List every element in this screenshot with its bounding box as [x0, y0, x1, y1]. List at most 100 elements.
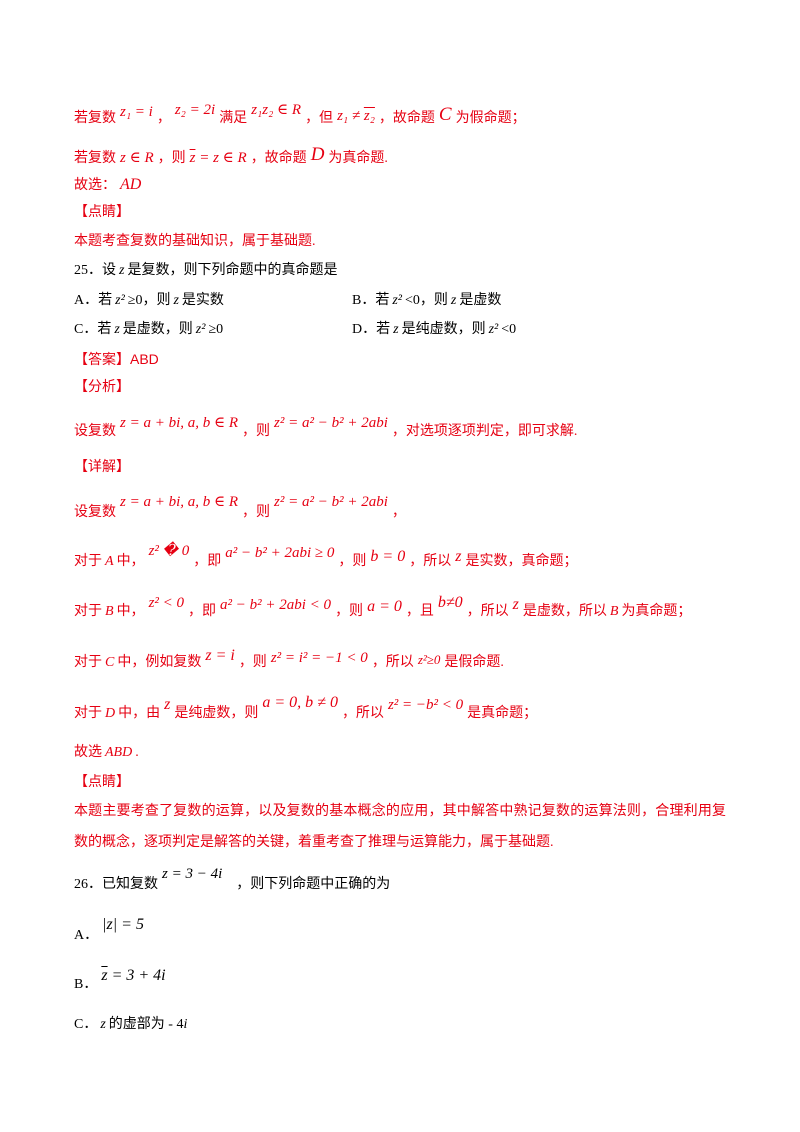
- math-expression: z: [164, 696, 171, 713]
- variable-label: A: [105, 554, 114, 569]
- text-run: ，对选项逐项判定，即可求解.: [391, 424, 578, 439]
- section-heading-comment: 【点睛】: [74, 203, 130, 223]
- variable-label: D: [105, 706, 116, 721]
- text-run: 设复数: [74, 424, 116, 439]
- text-run: ，: [156, 111, 171, 126]
- text-run: 故选: [74, 745, 102, 760]
- variable-label: z²: [392, 293, 402, 308]
- math-expression: = z ∈ R: [195, 150, 247, 166]
- math-expression: b≠0: [437, 594, 463, 611]
- answer-letters: AD: [120, 176, 142, 193]
- math-expression: z² = a² − b² + 2abi: [274, 415, 388, 431]
- math-expression: b = 0: [370, 548, 406, 565]
- text-run: .: [135, 745, 139, 760]
- math-expression: |z| = 5: [102, 916, 144, 933]
- variable-label: B: [609, 604, 619, 619]
- text-run: 中，: [116, 554, 145, 569]
- math-expression: a = 0, b ≠ 0: [262, 694, 338, 711]
- text-run: 为真命题.: [328, 151, 388, 166]
- text-run: ，所以: [466, 604, 509, 619]
- text-run: ，所以: [371, 655, 414, 670]
- variable-label: B: [105, 604, 114, 619]
- option-label: B．: [74, 977, 98, 992]
- variable-label: z: [100, 1017, 106, 1032]
- question-26-option-b: B．z = 3 + 4i: [74, 967, 170, 994]
- text-run: ，故命题: [250, 151, 307, 166]
- math-expression: z: [455, 548, 462, 565]
- text-run: 25．设: [74, 263, 116, 278]
- text-run: 为假命题；: [455, 111, 526, 126]
- text-run: ≥0，则: [127, 293, 171, 308]
- text-run: 是复数，则下列命题中的真命题是: [127, 263, 338, 278]
- text-run: 是实数，真命题；: [465, 554, 578, 569]
- text-run: ，则: [242, 505, 271, 520]
- text-run: <0，则: [405, 293, 448, 308]
- text-run: 若复数: [74, 111, 116, 126]
- conjugate-expression: z: [101, 967, 108, 984]
- math-expression: z₁ ≠: [337, 108, 364, 124]
- section-heading: 【点睛】: [74, 775, 130, 790]
- text-run: ，则下列命题中正确的为: [236, 877, 391, 892]
- comment-text-line-2: 数的概念，逐项判定是解答的关键，着重考查了推理与运算能力，属于基础题.: [74, 833, 554, 853]
- math-expression: z = a + bi, a, b ∈ R: [120, 494, 239, 510]
- text-run: ，则: [338, 554, 367, 569]
- variable-label: z²: [488, 322, 499, 337]
- section-heading-comment-2: 【点睛】: [74, 773, 130, 793]
- variable-label: z: [114, 322, 120, 337]
- text-run: 对于: [74, 706, 102, 721]
- answer-line: 【答案】ABD: [74, 349, 159, 369]
- text-run: 是假命题.: [444, 655, 504, 670]
- text-run: 是纯虚数，则: [401, 322, 486, 337]
- text-run: 是实数: [181, 293, 224, 308]
- text-run: A．若: [74, 293, 113, 308]
- text-run: ，则: [335, 604, 364, 619]
- analysis-text: 设复数 z = a + bi, a, b ∈ R，则z² = a² − b² + …: [74, 415, 578, 441]
- text-run: 本题考查复数的基础知识，属于基础题.: [74, 234, 316, 249]
- math-expression: z²≥0: [417, 652, 441, 667]
- question-26-stem: 26．已知复数z = 3 − 4i，则下列命题中正确的为: [74, 866, 391, 894]
- section-heading-analysis: 【分析】: [74, 378, 130, 398]
- text-run: 数的概念，逐项判定是解答的关键，着重考查了推理与运算能力，属于基础题.: [74, 835, 554, 850]
- text-run: 对于: [74, 554, 102, 569]
- text-run: ，则: [242, 424, 271, 439]
- text-run: ，则: [157, 151, 186, 166]
- variable-label: z²: [195, 322, 206, 337]
- text-run: D．若: [352, 322, 391, 337]
- answer-letters: ABD: [105, 745, 133, 760]
- text-run: 为真命题；: [621, 604, 692, 619]
- section-heading-detail: 【详解】: [74, 458, 130, 478]
- variable-label: z: [450, 293, 457, 308]
- math-expression: z² = a² − b² + 2abi: [274, 494, 388, 510]
- text-run: 中，: [116, 604, 145, 619]
- math-expression: a = 0: [367, 598, 402, 615]
- math-expression: z₁ = i: [120, 104, 153, 120]
- option-label: C．: [74, 1017, 98, 1032]
- math-expression: z = a + bi, a, b ∈ R: [120, 415, 239, 431]
- text-run: <0: [501, 322, 517, 337]
- math-expression: z = i: [205, 647, 235, 664]
- math-expression: z² = i² = −1 < 0: [270, 650, 368, 666]
- text-run: ，所以: [341, 706, 384, 721]
- text-run: ，且: [405, 604, 434, 619]
- answer-choice-line: 故选： AD: [74, 175, 145, 195]
- math-expression: z² = −b² < 0: [387, 697, 464, 713]
- math-expression: z² � 0: [148, 543, 190, 559]
- math-expression: = 3 + 4i: [107, 967, 166, 984]
- text-run: 故选：: [74, 178, 116, 193]
- text-run: ，即: [193, 554, 222, 569]
- variable-label: z: [173, 293, 179, 308]
- variable-label: C: [105, 655, 115, 670]
- math-expression: a² − b² + 2abi ≥ 0: [225, 545, 335, 561]
- conjugate-expression: z₂: [363, 108, 375, 124]
- section-heading: 【点睛】: [74, 205, 130, 220]
- variable-label: z²: [115, 293, 125, 308]
